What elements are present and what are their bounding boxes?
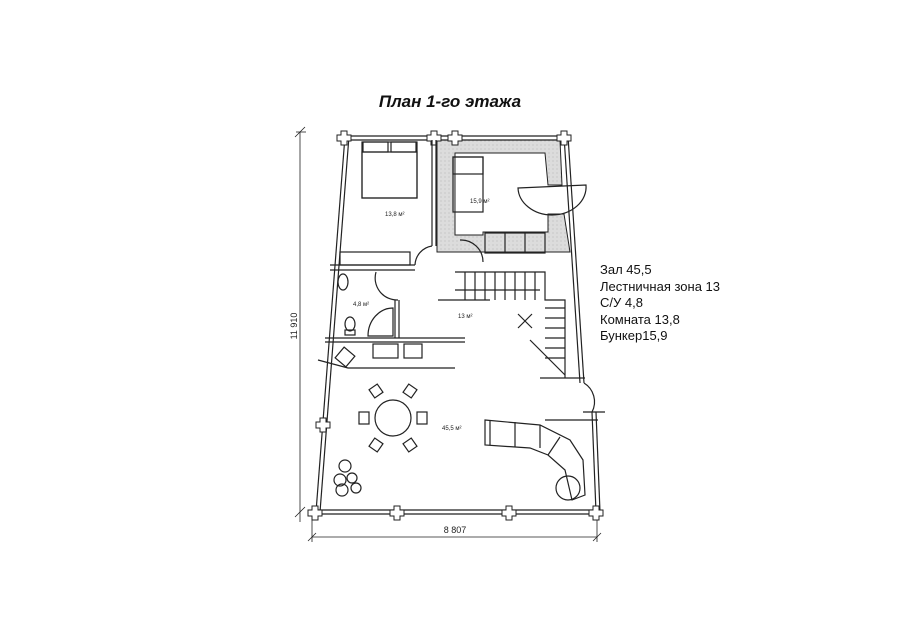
legend-item: Зал 45,5: [600, 262, 652, 277]
furniture: [333, 141, 586, 501]
bunker-walls: [436, 139, 571, 253]
staircase: [455, 271, 566, 378]
log-joints: [307, 130, 604, 521]
doors: [374, 184, 596, 413]
room-area-hall: 45,5 м²: [442, 426, 461, 432]
legend-item: Бункер15,9: [600, 328, 668, 343]
legend-item: Лестничная зона 13: [600, 278, 721, 294]
room-area-stair-zone: 13 м²: [458, 314, 472, 320]
width-dimension: 8 807: [444, 525, 467, 535]
room-area-bunker: 15,9 м²: [470, 199, 489, 205]
outer-walls: [315, 135, 605, 515]
height-dimension: 11 910: [289, 313, 299, 340]
room-area-bathroom: 4,8 м²: [353, 302, 369, 308]
plan-title: План 1-го этажа: [378, 92, 522, 111]
legend-item: С/У 4,8: [600, 295, 643, 310]
dimension-lines: [294, 126, 602, 542]
area-legend: Зал 45,5 Лестничная зона 13 С/У 4,8 Комн…: [600, 262, 720, 345]
room-area-bedroom: 13,8 м²: [385, 212, 404, 218]
legend-item: Комната 13,8: [600, 311, 680, 327]
